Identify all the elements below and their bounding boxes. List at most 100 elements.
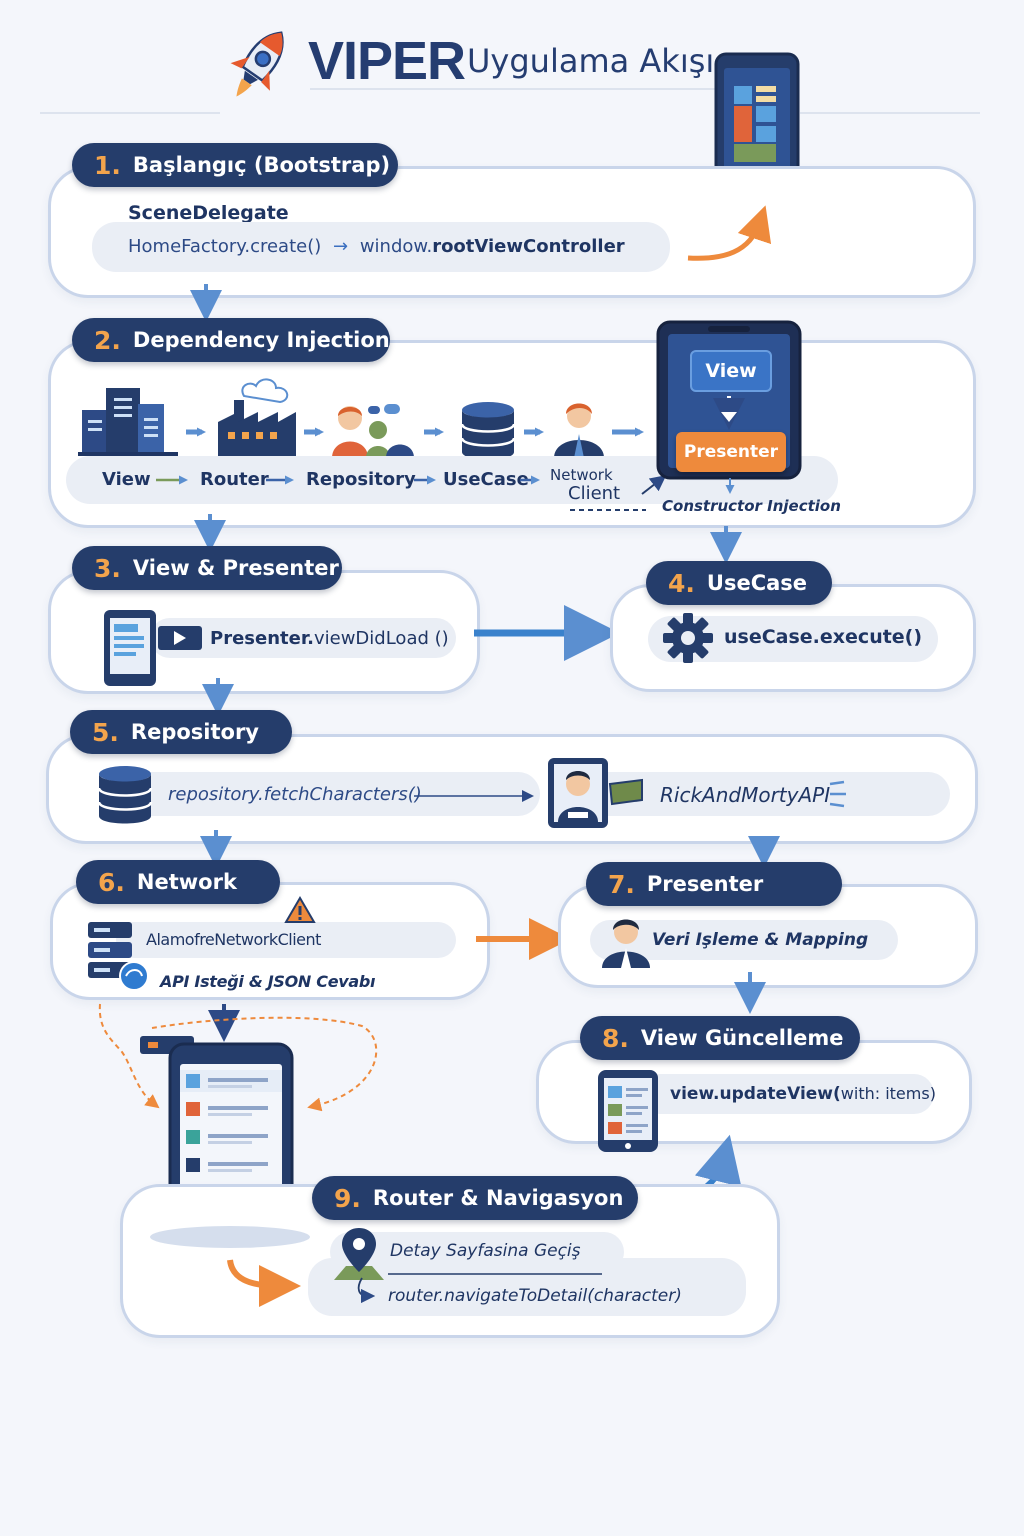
update-view-args: with: items) xyxy=(840,1084,936,1103)
view-update-call: view.updateView(with: items) xyxy=(670,1084,936,1104)
rick-and-morty-api: RickAndMortyAPI xyxy=(660,783,831,807)
window-prefix: window. xyxy=(359,236,433,257)
chain-label-arrows-icons xyxy=(156,475,540,485)
step1-label: Başlangıç (Bootstrap) xyxy=(132,153,391,177)
phone-view-label: View xyxy=(705,360,757,382)
chain-network-line1: Network xyxy=(550,466,613,484)
down-arrow-icon xyxy=(710,526,742,564)
database-icon xyxy=(97,766,153,824)
step3-number: 3. xyxy=(94,553,121,583)
curved-arrow-icon xyxy=(227,1259,301,1307)
step7-number: 7. xyxy=(608,869,635,899)
step4-label: UseCase xyxy=(706,571,808,595)
phone-view-box: View xyxy=(690,350,772,392)
page-title-main: VIPER xyxy=(308,31,466,91)
constructor-injection-label: Constructor Injection xyxy=(662,497,841,515)
step6-client-bar xyxy=(116,922,456,958)
step9-badge: 9. Router & Navigasyon xyxy=(312,1176,638,1220)
step6-label: Network xyxy=(136,870,237,894)
factory-icon xyxy=(218,378,296,456)
warning-icon xyxy=(284,896,316,923)
navigate-to-detail-call: router.navigateToDetail(character) xyxy=(388,1286,682,1306)
header-divider-far xyxy=(800,112,980,114)
step2-number: 2. xyxy=(94,325,121,355)
step9-label: Router & Navigasyon xyxy=(372,1186,624,1210)
step6-badge: 6. Network xyxy=(76,860,280,904)
header-divider-left xyxy=(40,112,220,114)
person-icon xyxy=(602,919,650,968)
right-arrow-icon xyxy=(476,918,571,960)
down-arrow-icon xyxy=(194,514,226,552)
chain-view-label: View xyxy=(102,469,151,490)
nav-divider-icon xyxy=(357,1273,602,1304)
update-view-prefix: view.updateView( xyxy=(670,1084,841,1104)
down-arrow-icon xyxy=(748,836,780,868)
chain-usecase-label: UseCase xyxy=(443,469,529,490)
step1-badge: 1. Başlangıç (Bootstrap) xyxy=(72,143,398,187)
injection-arrow-icon xyxy=(725,478,735,494)
rocket-icon xyxy=(230,31,284,97)
tablet-icon xyxy=(104,610,202,686)
down-arrow-icon xyxy=(202,678,234,716)
phone-presenter-box: Presenter xyxy=(676,432,786,472)
step1-arrow: → xyxy=(332,236,349,257)
step8-label: View Güncelleme xyxy=(640,1026,844,1050)
step3-label: View & Presenter xyxy=(132,556,339,580)
server-icon xyxy=(88,922,149,991)
presenter-prefix: Presenter. xyxy=(210,628,314,649)
step8-badge: 8. View Güncelleme xyxy=(580,1016,860,1060)
step8-number: 8. xyxy=(602,1023,629,1053)
chain-network-line2: Client xyxy=(568,483,621,504)
step5-number: 5. xyxy=(92,717,119,747)
chain-arrows-icons xyxy=(186,427,644,437)
team-icon xyxy=(332,404,414,458)
alamofire-client-label: AlamofreNetworkClient xyxy=(146,930,321,949)
usecase-execute-call: useCase.execute() xyxy=(724,626,923,648)
repository-fetch-call: repository.fetchCharacters() xyxy=(168,784,422,805)
step5-badge: 5. Repository xyxy=(70,710,292,754)
step6-number: 6. xyxy=(98,867,125,897)
down-arrow-icon xyxy=(208,1004,240,1042)
person-icon xyxy=(548,758,643,828)
database-icon xyxy=(460,402,516,460)
home-factory-call: HomeFactory.create() xyxy=(128,236,322,257)
step7-text-bar xyxy=(590,920,898,960)
step1-call-bar xyxy=(92,222,670,272)
down-arrow-icon xyxy=(190,284,222,322)
scene-delegate-label: SceneDelegate xyxy=(128,202,289,224)
page-title-sub: Uygulama Akışı xyxy=(467,42,715,80)
step8-call-bar xyxy=(640,1074,934,1114)
phone-shadow xyxy=(150,1226,310,1248)
step9-call-bar xyxy=(308,1258,746,1316)
step5-label: Repository xyxy=(130,720,259,744)
step2-label: Dependency Injection xyxy=(132,328,390,352)
view-did-load-call: viewDidLoad () xyxy=(313,628,449,649)
down-arrow-icon xyxy=(734,972,766,1014)
step9-number: 9. xyxy=(334,1183,361,1213)
detail-page-label: Detay Sayfasina Geçiş xyxy=(390,1241,581,1261)
signal-icon xyxy=(829,780,846,808)
step5-repo-bar xyxy=(120,772,540,816)
repo-arrow-icon xyxy=(414,790,534,802)
phone-presenter-label: Presenter xyxy=(683,442,779,462)
presenter-view-did-load: Presenter.viewDidLoad () xyxy=(210,628,449,649)
right-arrow-icon xyxy=(474,605,620,661)
chain-repository-label: Repository xyxy=(306,469,416,490)
step4-number: 4. xyxy=(668,568,695,598)
dashed-link-icon xyxy=(570,475,667,511)
step1-call: HomeFactory.create() → window.rootViewCo… xyxy=(128,236,625,257)
phone-down-arrow-icon xyxy=(713,396,745,430)
phone-icon xyxy=(714,52,800,204)
step3-badge: 3. View & Presenter xyxy=(72,546,342,590)
gear-icon xyxy=(663,613,713,663)
developer-icon xyxy=(554,403,604,458)
step4-badge: 4. UseCase xyxy=(646,561,832,605)
data-mapping-label: Veri Işleme & Mapping xyxy=(652,930,869,950)
step7-label: Presenter xyxy=(646,872,764,896)
step2-badge: 2. Dependency Injection xyxy=(72,318,390,362)
root-view-controller: rootViewController xyxy=(432,236,625,257)
buildings-icon xyxy=(78,388,178,456)
step1-number: 1. xyxy=(94,150,121,180)
map-pin-icon xyxy=(334,1228,384,1280)
step7-badge: 7. Presenter xyxy=(586,862,842,906)
